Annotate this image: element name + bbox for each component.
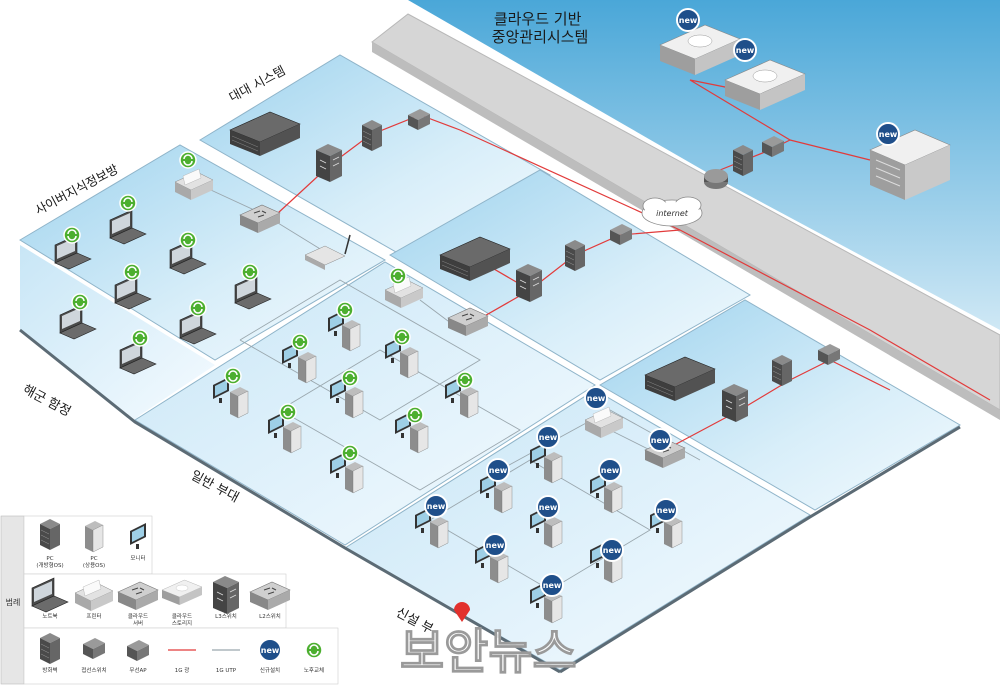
legend-item-new-badge-icon: 신규설치: [258, 638, 282, 674]
legend-item-utp-line-icon: 1G UTP: [212, 649, 240, 674]
legend-item-tower-pc-light-icon: PC(상용OS): [83, 520, 105, 569]
new-badge-icon: [733, 38, 757, 62]
location-pin-icon: [454, 602, 470, 622]
refresh-badge-icon: [389, 267, 407, 285]
l3-switch-icon: [315, 143, 343, 183]
tower-pc-dark-icon: [39, 518, 61, 551]
legend-label: 무선AP: [129, 666, 147, 674]
router-icon: [704, 169, 728, 189]
legend-label: 스토리지: [172, 619, 192, 627]
new-badge-icon: [584, 386, 608, 410]
firewall-icon: [39, 632, 61, 665]
tile-navy: [20, 245, 215, 420]
internet-label: internet: [656, 209, 689, 218]
legend-item-l2-switch-icon: L2스위치: [249, 581, 291, 620]
new-badge-icon: [876, 122, 900, 146]
legend-label: 클라우드: [172, 612, 192, 620]
tile-cyber: [19, 144, 387, 361]
refresh-badge-icon: [179, 151, 197, 169]
new-badge-icon: [648, 428, 672, 452]
zone-label-cloud: 클라우드 기반 중앙관리시스템: [492, 10, 589, 46]
tile-battalion: [199, 54, 551, 261]
tile-general: [134, 261, 596, 546]
legend-label: 1G UTP: [216, 668, 237, 674]
tile-east: [599, 299, 961, 511]
legend-label: L2스위치: [259, 612, 281, 620]
legend-label: L3스위치: [215, 612, 237, 620]
legend-label: (개방형OS): [36, 561, 63, 569]
legend-item-tower-pc-dark-icon: PC(개방형OS): [36, 518, 64, 569]
l3-switch-icon: [721, 383, 749, 423]
legend-item-refresh-badge-icon: 노후교체: [304, 641, 324, 674]
legend-label: 모니터: [130, 554, 145, 562]
cloud-zone-water: [408, 0, 1000, 330]
legend-title: 범례: [6, 597, 21, 607]
legend-label: 노후교체: [304, 666, 324, 674]
legend-label: (상용OS): [83, 561, 105, 569]
cloud-storage: [869, 129, 951, 200]
legend-item-fiber-line-icon: 1G 광: [168, 649, 196, 674]
legend-item-firewall-icon: 방화벽: [39, 632, 61, 674]
firewall-icon: [564, 239, 586, 272]
wireless-ap-icon: [304, 234, 351, 270]
legend-label: 노트북: [42, 613, 57, 620]
firewall-icon: [361, 119, 383, 152]
legend-label: 클라우드: [128, 612, 148, 620]
legend-label: 방화벽: [42, 666, 57, 674]
tile-central: [389, 169, 751, 381]
new-badge-icon: [676, 8, 700, 32]
firewall-icon: [732, 144, 754, 177]
legend-label: 접선스위치: [81, 666, 106, 674]
legend-label: PC: [46, 556, 53, 562]
legend-label: 1G 광: [175, 667, 190, 674]
refresh-badge-icon: [305, 641, 323, 659]
legend-item-l3-switch-icon: L3스위치: [212, 575, 240, 620]
legend-item-printer-icon: 프린터: [74, 579, 114, 620]
tower-pc-light-icon: [84, 520, 104, 553]
firewall-icon: [771, 354, 793, 387]
legend-label: 프린터: [86, 612, 101, 620]
l3-switch-icon: [212, 575, 240, 615]
legend-label: PC: [90, 556, 97, 562]
internet-cloud-icon: internet: [641, 196, 703, 227]
watermark: 보안뉴스: [400, 624, 577, 680]
new-badge-icon: [258, 638, 282, 662]
legend-item-monitor-icon: 모니터: [130, 523, 146, 562]
legend-item-wireless-ap-icon: 무선AP: [127, 640, 149, 674]
legend-item-laptop-icon: 노트북: [31, 577, 69, 620]
legend-label: 신규설치: [260, 666, 280, 674]
legend-label: 서버: [133, 619, 143, 627]
l3-switch-icon: [515, 263, 543, 303]
legend-item-access-switch-icon: 접선스위치: [81, 638, 107, 674]
